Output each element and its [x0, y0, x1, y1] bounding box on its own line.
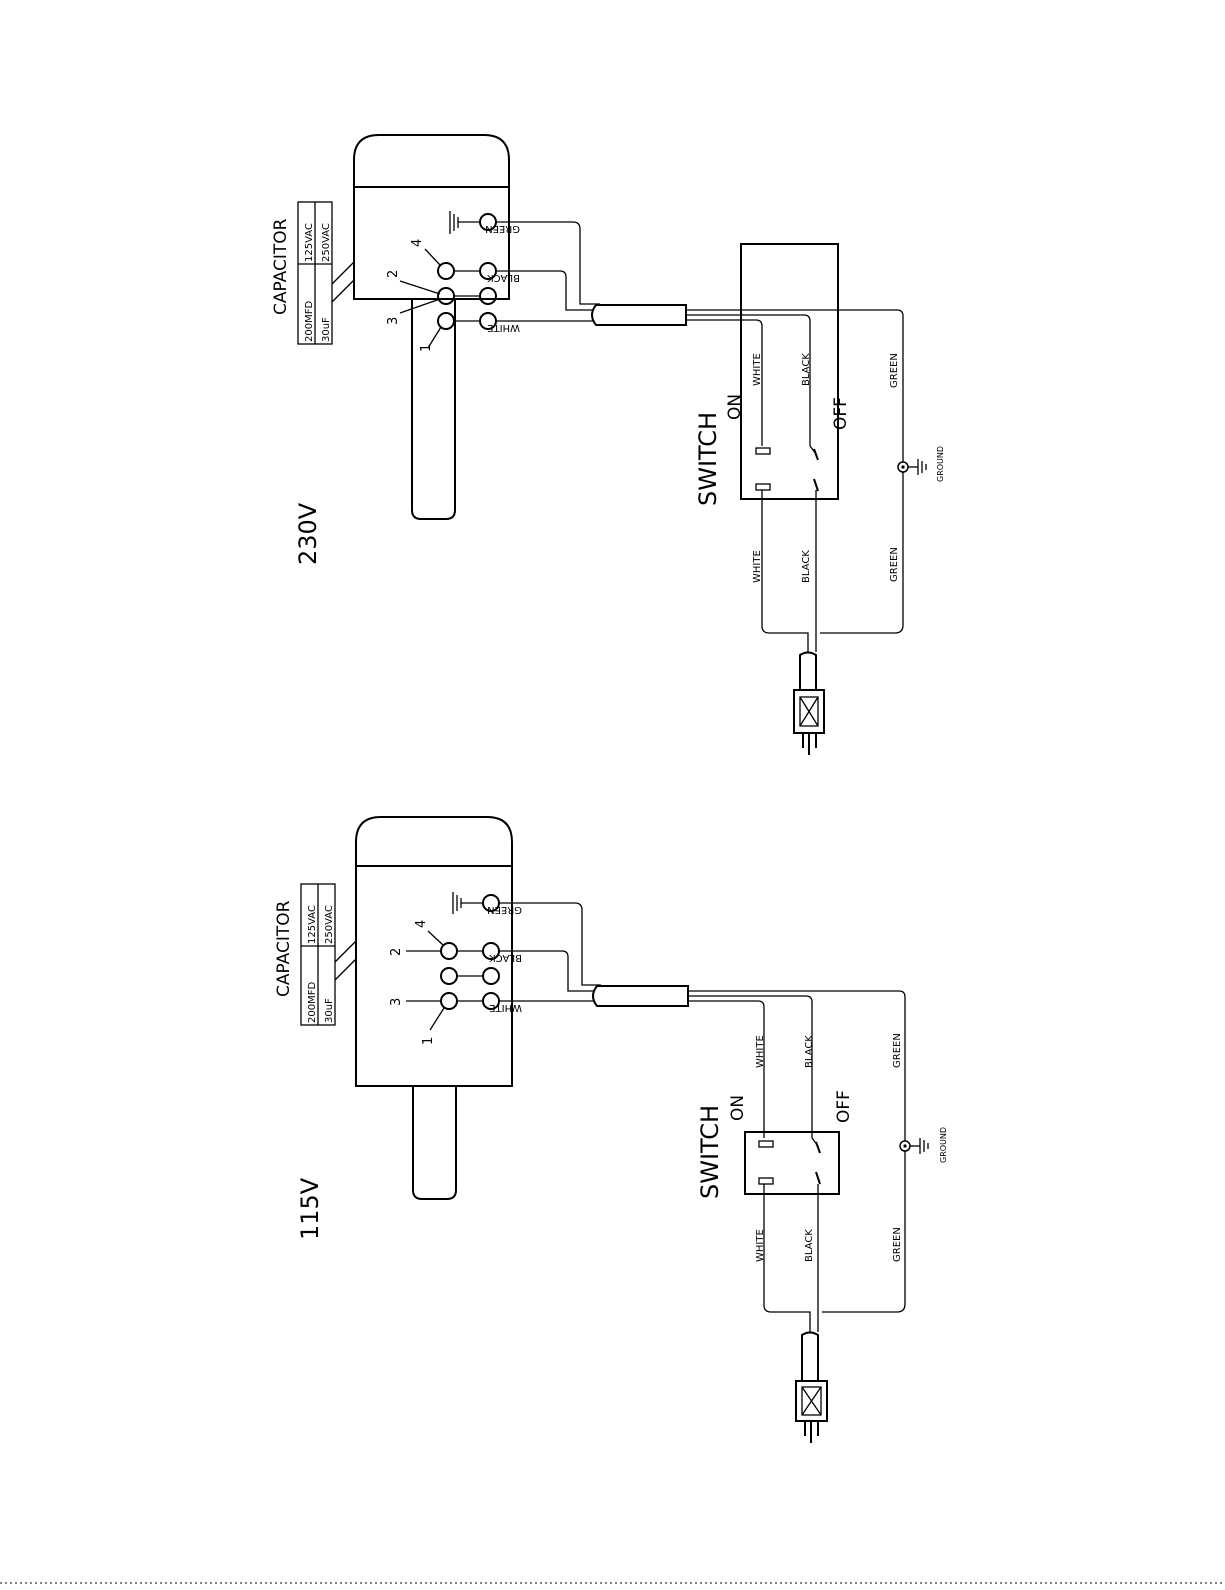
capacitor-title: CAPACITOR [274, 900, 294, 997]
motor-shaft [412, 299, 455, 519]
capacitor-value-uf: 30uF [324, 998, 335, 1023]
switch-terminal-on-top [759, 1141, 773, 1147]
capacitor-value-mfd: 200MFD [307, 982, 318, 1023]
terminal-label-2: 2 [389, 948, 404, 956]
motor-leads [496, 222, 600, 321]
terminal-3 [438, 313, 454, 329]
capacitor-value-250vac: 250VAC [321, 223, 332, 262]
terminal-2 [438, 288, 454, 304]
upper-wire-black-label: BLACK [801, 353, 812, 386]
switch-terminal-on-bottom [759, 1178, 773, 1184]
lower-wire-black-label: BLACK [801, 550, 812, 583]
capacitor-value-125vac: 125VAC [304, 223, 315, 262]
motor-shaft [413, 1086, 456, 1199]
capacitor-value-uf: 30uF [321, 317, 332, 342]
switch-title: SWITCH [694, 412, 722, 506]
ground-point-icon [898, 459, 926, 475]
upper-wire-green-label: GREEN [889, 353, 900, 388]
terminal-4 [438, 263, 454, 279]
motor-wire-white-label: WHITE [487, 322, 520, 333]
ground-label: GROUND [936, 446, 945, 482]
terminal-label-3: 3 [389, 998, 404, 1006]
upper-wire-green-label: GREEN [892, 1033, 903, 1068]
lower-wire-white-label: WHITE [752, 550, 763, 583]
terminal-block [400, 211, 496, 348]
plug-icon [794, 653, 824, 756]
diagram-230v: 1 2 3 4 CAPACITOR 200MFD 125VAC 30uF 250… [271, 135, 945, 755]
lower-wire-white-label: WHITE [755, 1229, 766, 1262]
motor-wire-white-label: WHITE [489, 1002, 522, 1013]
switch-terminal-off-top [814, 449, 818, 460]
terminal-mid [483, 968, 499, 984]
diagram-115v: 1 2 3 4 CAPACITOR 200MFD 125VAC 30uF 250… [274, 817, 948, 1443]
motor-body [354, 135, 509, 299]
lower-wire-green-label: GREEN [892, 1227, 903, 1262]
terminal-label-4: 4 [414, 920, 429, 928]
capacitor-value-125vac: 125VAC [307, 905, 318, 944]
capacitor-value-250vac: 250VAC [324, 905, 335, 944]
capacitor-value-mfd: 200MFD [304, 301, 315, 342]
motor-wire-green-label: GREEN [487, 904, 522, 915]
motor-wire-black-label: BLACK [487, 272, 520, 283]
terminal-3 [441, 993, 457, 1009]
upper-wire-black-label: BLACK [804, 1035, 815, 1068]
voltage-label: 230V [294, 502, 322, 565]
motor-leads [499, 903, 601, 1001]
terminal-label-4: 4 [410, 239, 425, 247]
switch-on-label: ON [728, 1095, 748, 1121]
lower-wire-black-label: BLACK [804, 1229, 815, 1262]
switch-on-label: ON [725, 394, 745, 420]
plug-icon [796, 1333, 827, 1444]
terminal-2 [441, 943, 457, 959]
motor-wire-black-label: BLACK [489, 952, 522, 963]
voltage-label: 115V [296, 1177, 324, 1240]
switch-terminal-off-bottom [814, 479, 818, 491]
switch-off-label: OFF [834, 1090, 854, 1123]
terminal-label-3: 3 [386, 317, 401, 325]
ground-label: GROUND [939, 1127, 948, 1163]
terminal-label-2: 2 [386, 270, 401, 278]
cable-sheath [592, 305, 686, 325]
terminal-block [406, 892, 499, 1030]
lower-wire-green-label: GREEN [889, 547, 900, 582]
terminal-mid [480, 288, 496, 304]
capacitor-title: CAPACITOR [271, 218, 291, 315]
switch-terminal-on-bottom [756, 484, 770, 490]
switch-terminal-off-bottom [816, 1172, 820, 1184]
terminal-mid-left [441, 968, 457, 984]
cable-sheath [593, 986, 688, 1006]
terminal-label-1: 1 [421, 1037, 436, 1045]
switch-terminal-on-top [756, 448, 770, 454]
terminal-label-1: 1 [419, 344, 434, 352]
upper-wire-white-label: WHITE [755, 1035, 766, 1068]
switch-title: SWITCH [696, 1105, 724, 1199]
switch-off-label: OFF [831, 397, 851, 430]
ground-point-icon [900, 1138, 928, 1154]
motor-wire-green-label: GREEN [485, 223, 520, 234]
upper-wire-white-label: WHITE [752, 353, 763, 386]
